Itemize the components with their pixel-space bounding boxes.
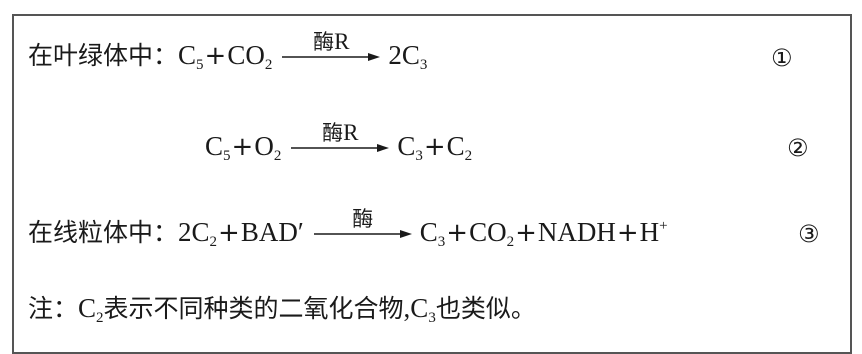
reactant-c5: C5 [205, 131, 231, 164]
arrow-label: 酶R [313, 29, 350, 54]
equation-3: 在线粒体中： 2C2 + BAD′ 酶 C3 + CO2 + NADH + H+ [28, 209, 668, 250]
reactant-2c2: 2C2 [178, 217, 218, 250]
note-comma: , [403, 293, 411, 323]
plus-sign: + [423, 132, 446, 162]
note-c3: C3 [410, 293, 436, 326]
note-c2: C2 [78, 293, 104, 326]
product-c2: C2 [446, 131, 473, 164]
arrow-icon [282, 53, 381, 61]
reactant-o2: O2 [254, 131, 282, 164]
equation-1: 在叶绿体中： C5 + CO2 酶R 2C3 [28, 30, 428, 73]
product-co2: CO2 [469, 217, 515, 250]
reaction-arrow: 酶R [282, 30, 381, 64]
equation-marker-2: ② [787, 134, 809, 162]
footnote: 注： C2 表示不同种类的二氧化合物 , C3 也类似。 [28, 293, 536, 326]
reactant-c5: C5 [178, 40, 204, 73]
product-2c3: 2C3 [388, 40, 428, 73]
reaction-arrow: 酶R [291, 121, 390, 155]
arrow-icon [291, 144, 390, 152]
product-c3: C3 [419, 217, 446, 250]
product-c3: C3 [397, 131, 423, 164]
reactant-bad: BAD′ [240, 217, 304, 247]
note-text: 表示不同种类的二氧化合物 [103, 294, 404, 323]
plus-sign: + [204, 41, 227, 71]
plus-sign: + [218, 218, 240, 248]
location-label: 在线粒体中： [28, 218, 179, 247]
plus-sign: + [515, 218, 537, 248]
arrow-icon [313, 230, 412, 238]
arrow-label: 酶 [352, 207, 374, 231]
product-nadh: NADH [537, 217, 616, 247]
equation-marker-1: ① [771, 44, 793, 72]
equation-marker-3: ③ [798, 220, 820, 248]
product-h-ion: H+ [639, 217, 668, 247]
arrow-label: 酶R [322, 120, 359, 145]
plus-sign: + [616, 218, 639, 248]
plus-sign: + [231, 132, 254, 162]
location-label: 在叶绿体中： [28, 41, 179, 70]
note-prefix: 注： [28, 294, 79, 323]
equation-2: C5 + O2 酶R C3 + C2 [205, 121, 473, 164]
plus-sign: + [446, 218, 469, 248]
reaction-arrow: 酶 [313, 209, 412, 241]
reactant-co2: CO2 [227, 40, 273, 73]
equation-box [12, 14, 852, 354]
note-text-end: 也类似。 [435, 294, 536, 323]
